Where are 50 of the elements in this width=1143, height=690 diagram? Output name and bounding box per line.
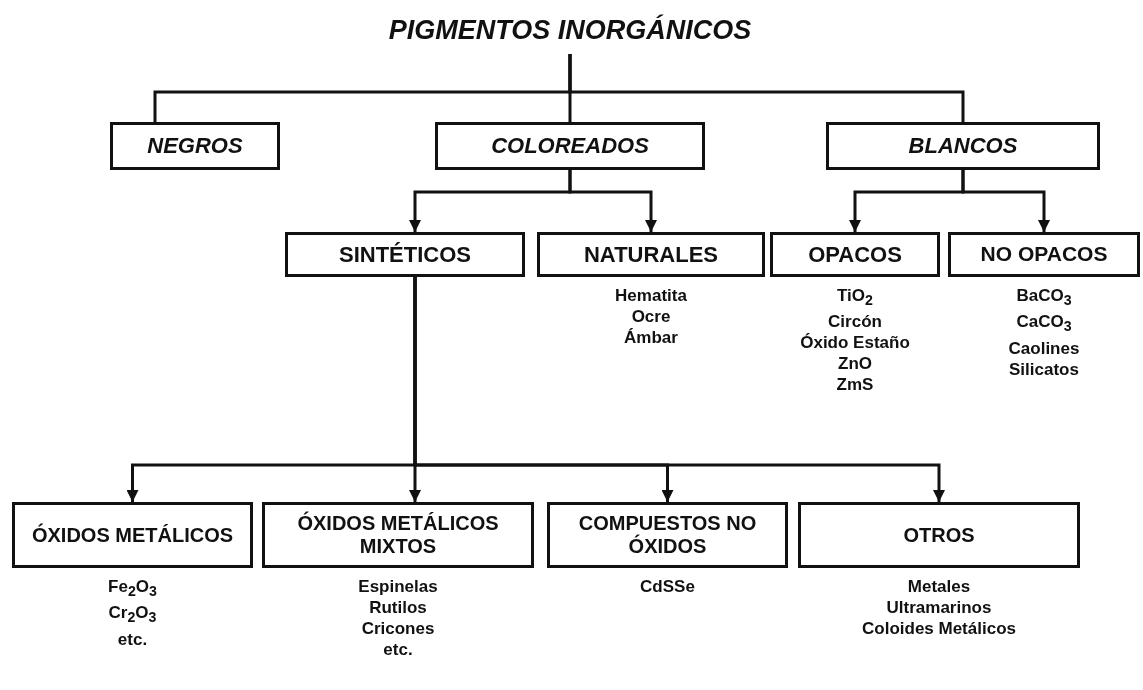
category-label: OTROS (903, 523, 975, 547)
category-box (435, 122, 705, 170)
example-item: Coloides Metálicos (861, 618, 1017, 639)
example-item: Circón (827, 311, 883, 333)
category-box (547, 502, 788, 568)
example-item: Óxido Estaño (799, 332, 911, 354)
category-box (826, 122, 1100, 170)
example-item: Rutilos (368, 597, 428, 618)
category-label: OPACOS (808, 241, 902, 268)
example-item: Hematita (614, 285, 688, 306)
example-item: etc. (382, 639, 414, 660)
example-item: BaCO$_{3}$ (1015, 285, 1073, 311)
category-box (770, 232, 940, 277)
example-item: Silicatos (1008, 358, 1080, 380)
arrow (413, 277, 945, 502)
category-box (948, 232, 1140, 277)
category-label: NATURALES (584, 241, 718, 268)
category-label: SINTÉTICOS (339, 241, 471, 268)
category-label: ÓXIDOS METÁLICOS MIXTOS (296, 512, 500, 558)
connector-line (568, 54, 965, 122)
category-label: NEGROS (147, 133, 243, 159)
example-item: ZnO (837, 353, 873, 375)
example-item: CdSSe (639, 576, 696, 597)
example-item: etc. (116, 628, 149, 650)
example-item: TiO$_{2}$ (836, 285, 874, 311)
category-box (798, 502, 1080, 568)
category-box (110, 122, 280, 170)
category-box (285, 232, 525, 277)
example-item: Metales (906, 576, 972, 597)
example-item: CaCO$_{3}$ (1015, 311, 1073, 337)
category-box (262, 502, 534, 568)
example-item: Ámbar (623, 327, 679, 348)
example-item: Ultramarinos (885, 597, 993, 618)
category-label: BLANCOS (908, 133, 1018, 159)
example-item: Cricones (360, 618, 436, 639)
example-item: ZmS (835, 374, 875, 396)
category-box (12, 502, 253, 568)
category-label: COMPUESTOS NO ÓXIDOS (577, 512, 758, 558)
example-item: Espinelas (357, 576, 439, 597)
category-label: COLOREADOS (491, 133, 649, 159)
category-label: NO OPACOS (980, 242, 1108, 267)
category-label: ÓXIDOS METÁLICOS (31, 523, 234, 547)
arrow (568, 170, 657, 232)
category-box (537, 232, 765, 277)
example-item: Caolines (1007, 337, 1081, 359)
example-item: Cr$_{2}$O$_{3}$ (107, 602, 158, 628)
example-item: Fe$_{2}$O$_{3}$ (107, 576, 158, 602)
diagram-heading: PIGMENTOS INORGÁNICOS (388, 15, 752, 47)
example-item: Ocre (630, 306, 672, 327)
arrow (961, 170, 1050, 232)
